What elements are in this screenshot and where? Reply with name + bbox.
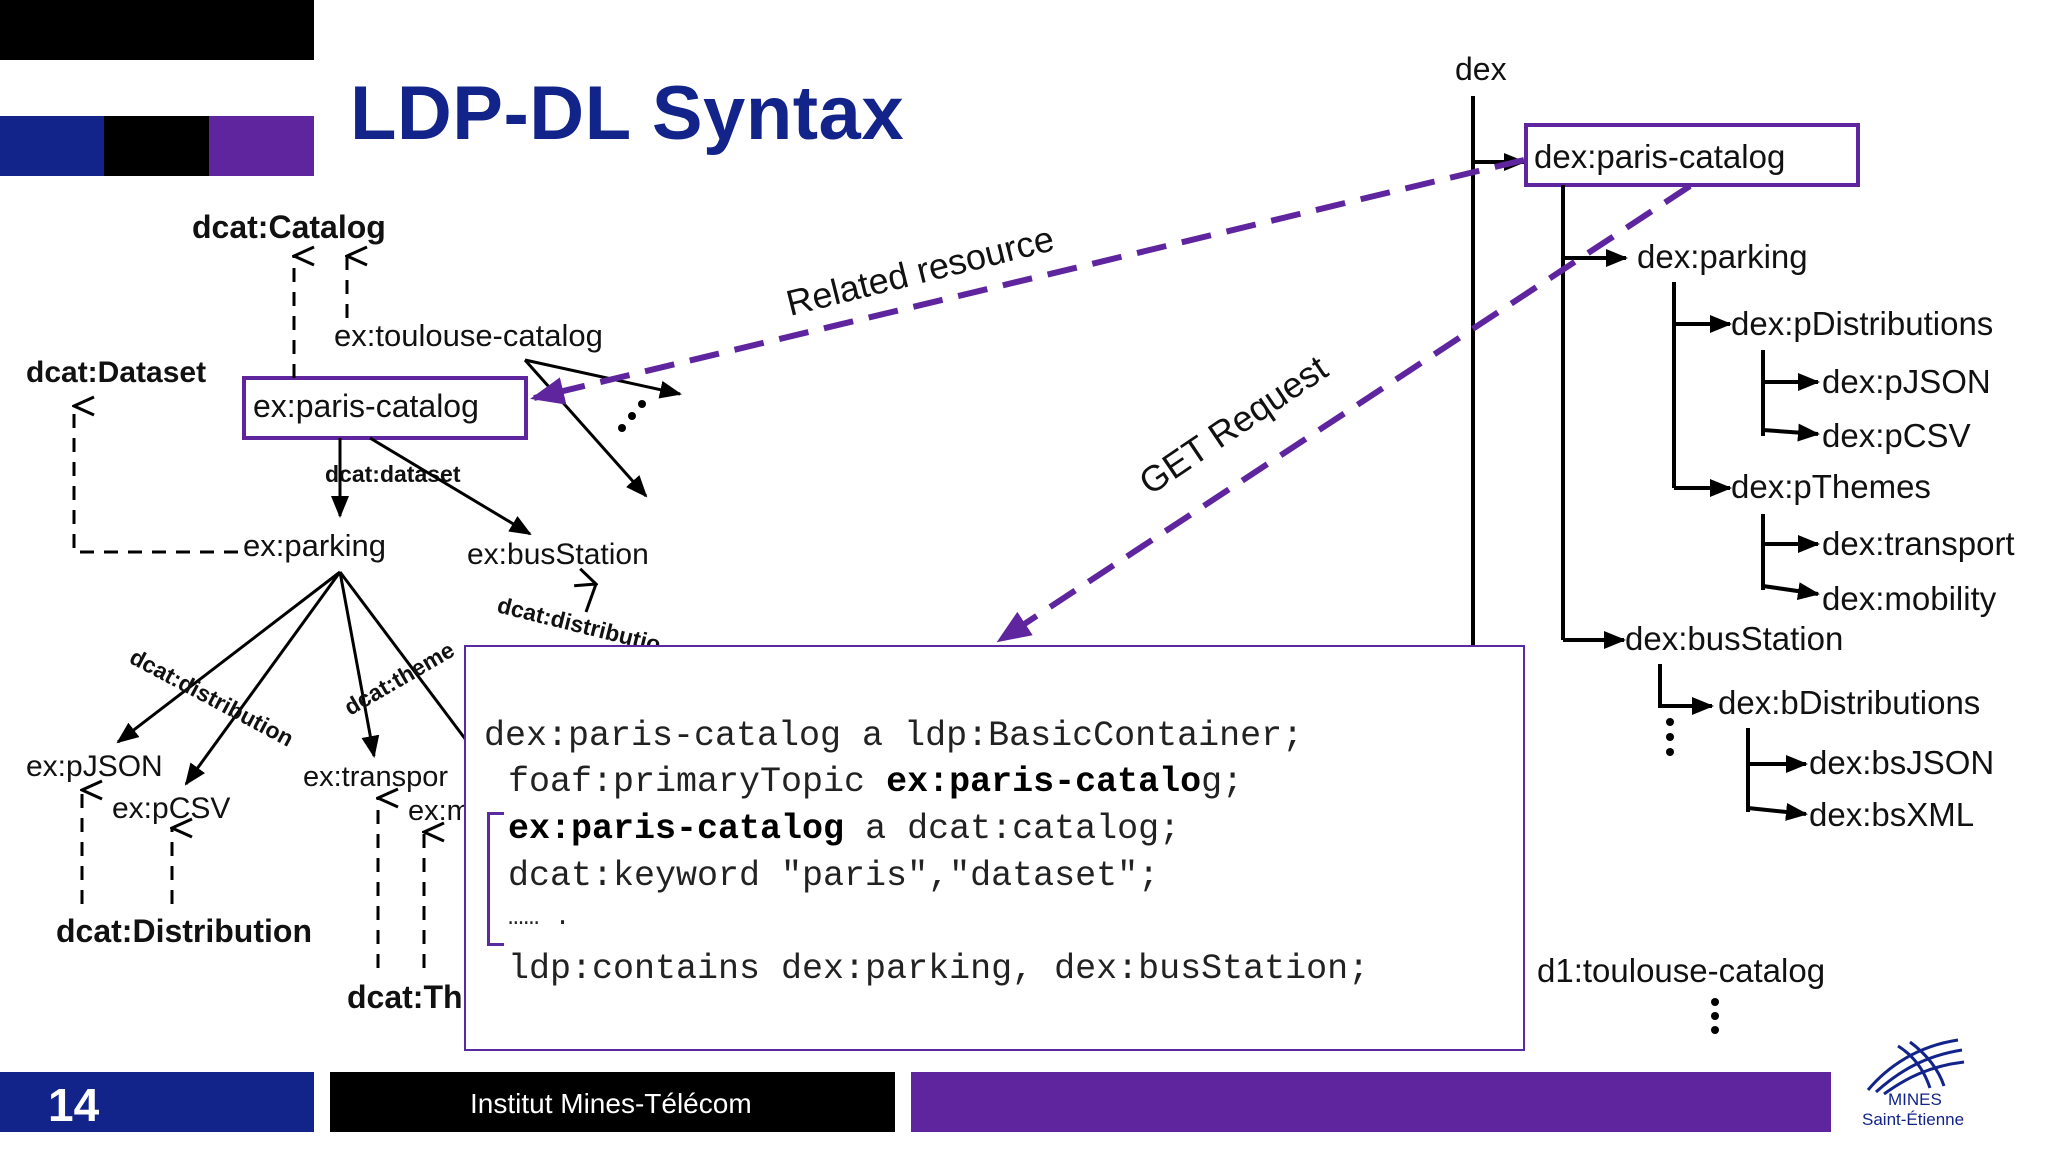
- parking-theme-edge-1: [338, 571, 380, 758]
- tree-bsxml-label: dex:bsXML: [1809, 796, 1974, 833]
- toulouse-ellipsis-dot: [618, 424, 626, 432]
- code-line-3-a: ex:paris-catalog: [508, 809, 845, 849]
- dcat-distribution-label: dcat:Distribution: [56, 913, 312, 949]
- get-request-label: GET Request: [1132, 347, 1335, 503]
- code-line-2-b: ex:paris-catalo: [886, 762, 1202, 802]
- tree-paris-catalog-box: [1524, 123, 1860, 187]
- tree-pcsv-label: dex:pCSV: [1822, 417, 1971, 454]
- mobility-label: ex:m: [408, 795, 471, 827]
- tree-ellipsis-dot: [1666, 748, 1674, 756]
- header-bar-black-top: [0, 0, 314, 60]
- tree-root-label: dex: [1455, 51, 1507, 87]
- pcsv-label: ex:pCSV: [112, 792, 230, 825]
- tree-branch-pcsv: [1762, 423, 1820, 442]
- tree-bsjson-label: dex:bsJSON: [1809, 744, 1994, 781]
- toulouse-ellipsis-dot: [628, 412, 636, 420]
- tree-bdistributions-label: dex:bDistributions: [1718, 684, 1980, 721]
- tree-ellipsis-dot: [1666, 733, 1674, 741]
- header-bar-black: [104, 116, 209, 176]
- footer-purple-bar: [911, 1072, 1831, 1132]
- tree-toulouse-ellipsis-dot: [1711, 1012, 1719, 1020]
- tree-transport-label: dex:transport: [1822, 525, 2015, 562]
- code-line-2-a: foaf:primaryTopic: [508, 762, 887, 802]
- parking-theme-edge-2: [338, 571, 468, 741]
- code-line-5: …… .: [508, 902, 571, 932]
- slide-title: LDP-DL Syntax: [350, 71, 905, 156]
- header-bar-purple: [209, 116, 314, 176]
- tree-pdistributions-label: dex:pDistributions: [1731, 305, 1993, 342]
- distribution-edge-label: dcat:distribution: [126, 643, 298, 751]
- dcat-dataset-label: dcat:Dataset: [26, 356, 206, 389]
- tree-parking-label: dex:parking: [1637, 238, 1808, 275]
- tree-bdist-connector: [1658, 664, 1714, 715]
- code-line-2-c: g;: [1201, 762, 1244, 802]
- parking-distribution-edge-2: [184, 571, 342, 786]
- parking-label: ex:parking: [243, 528, 386, 563]
- code-line-1: dex:paris-catalog a ldp:BasicContainer;: [484, 716, 1304, 756]
- bus-station-label: ex:busStation: [467, 538, 649, 571]
- toulouse-ellipsis-dot: [638, 400, 646, 408]
- dataset-edge-label: dcat:dataset: [325, 461, 461, 487]
- get-request-arrow: [996, 183, 1692, 643]
- toulouse-edge-1: [524, 358, 682, 399]
- code-bracket: [487, 812, 504, 946]
- logo-line-1: MINES: [1888, 1090, 1942, 1109]
- institute-name: Institut Mines-Télécom: [470, 1088, 752, 1119]
- code-box: [464, 645, 1525, 1051]
- tree-paris-catalog-label: dex:paris-catalog: [1534, 138, 1785, 175]
- toulouse-edge-2: [523, 359, 648, 498]
- tree-toulouse-ellipsis-dot: [1711, 1026, 1719, 1034]
- related-resource-arrow: [530, 157, 1525, 405]
- tree-ellipsis-dot: [1666, 718, 1674, 726]
- mines-logo: MINES Saint-Étienne: [1852, 1036, 1972, 1132]
- dcat-catalog-label: dcat:Catalog: [192, 209, 386, 245]
- mines-logo-mark-icon: [1866, 1038, 1965, 1096]
- tree-busstation-label: dex:busStation: [1625, 620, 1843, 657]
- paris-catalog-box: [242, 376, 528, 440]
- code-line-4: dcat:keyword "paris","dataset";: [508, 856, 1160, 896]
- paris-catalog-label: ex:paris-catalog: [253, 388, 479, 424]
- tree-toulouse-ellipsis-dot: [1711, 998, 1719, 1006]
- tree-toulouse-label: d1:toulouse-catalog: [1537, 952, 1825, 989]
- tree-mobility-label: dex:mobility: [1822, 580, 1997, 617]
- logo-line-2: Saint-Étienne: [1862, 1110, 1965, 1129]
- page-number: 14: [48, 1079, 100, 1131]
- dcat-theme-label: dcat:Th: [347, 979, 463, 1015]
- tree-branch-bsxml: [1747, 802, 1808, 821]
- code-line-2: foaf:primaryTopic ex:paris-catalog;: [508, 762, 1243, 802]
- toulouse-catalog-label: ex:toulouse-catalog: [334, 318, 603, 353]
- transport-label: ex:transpor: [303, 761, 448, 793]
- pjson-label: ex:pJSON: [26, 750, 163, 783]
- code-line-3-b: a dcat:catalog;: [844, 809, 1181, 849]
- tree-branch-mobility: [1762, 582, 1820, 601]
- footer-institute-bar: Institut Mines-Télécom: [330, 1072, 895, 1132]
- parking-type-edge: [74, 406, 238, 554]
- code-line-6: ldp:contains dex:parking, dex:busStation…: [508, 949, 1370, 989]
- bus-distribution-edge: [586, 584, 596, 613]
- footer-page-number-bar: 14: [0, 1072, 314, 1132]
- header-bar-navy: [0, 116, 104, 176]
- dataset-edge-bus: [369, 436, 532, 536]
- parking-distribution-edge-1: [116, 570, 341, 744]
- tree-pjson-label: dex:pJSON: [1822, 363, 1991, 400]
- tree-pthemes-label: dex:pThemes: [1731, 468, 1931, 505]
- code-line-3: ex:paris-catalog a dcat:catalog;: [508, 809, 1180, 849]
